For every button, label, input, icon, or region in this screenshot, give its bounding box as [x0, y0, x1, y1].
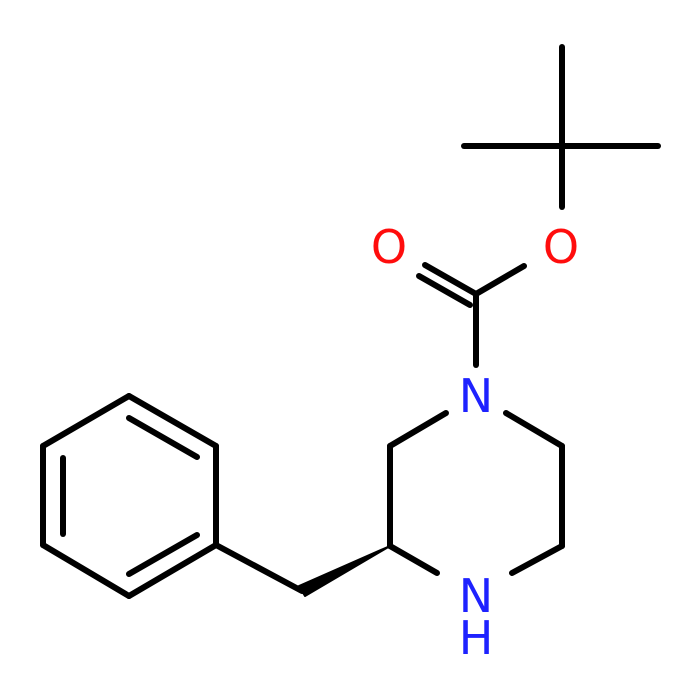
bond-benzene-inner-1: [126, 415, 200, 460]
bond-carbonyl-double-1: [422, 262, 479, 297]
ring-nitrogen-4-label: N: [459, 569, 493, 623]
bond-carbonyl-double-2: [416, 273, 473, 308]
bond-n4-c5: [509, 543, 565, 576]
bond-ester-oxygen-carbonyl-carbon: [473, 263, 527, 297]
ring-nitrogen-4-hydrogen-label: H: [459, 611, 494, 665]
wedge-bond-stereocenter: [298, 545, 391, 597]
bond-benzyl-ch2-phenyl: [213, 542, 305, 594]
ring-nitrogen-1-label: N: [459, 369, 493, 423]
bond-c6-n1: [503, 410, 565, 449]
bond-benzene-inner-3: [126, 532, 200, 577]
ester-oxygen-label: O: [543, 220, 579, 274]
bond-benzene-3: [40, 393, 132, 449]
bond-benzene-6: [126, 542, 219, 599]
bond-n1-c2: [387, 410, 449, 449]
bond-c3-n4: [387, 543, 440, 576]
bond-benzene-5: [40, 542, 132, 599]
bond-benzene-2: [126, 393, 219, 449]
carbonyl-oxygen-label: O: [371, 220, 407, 274]
